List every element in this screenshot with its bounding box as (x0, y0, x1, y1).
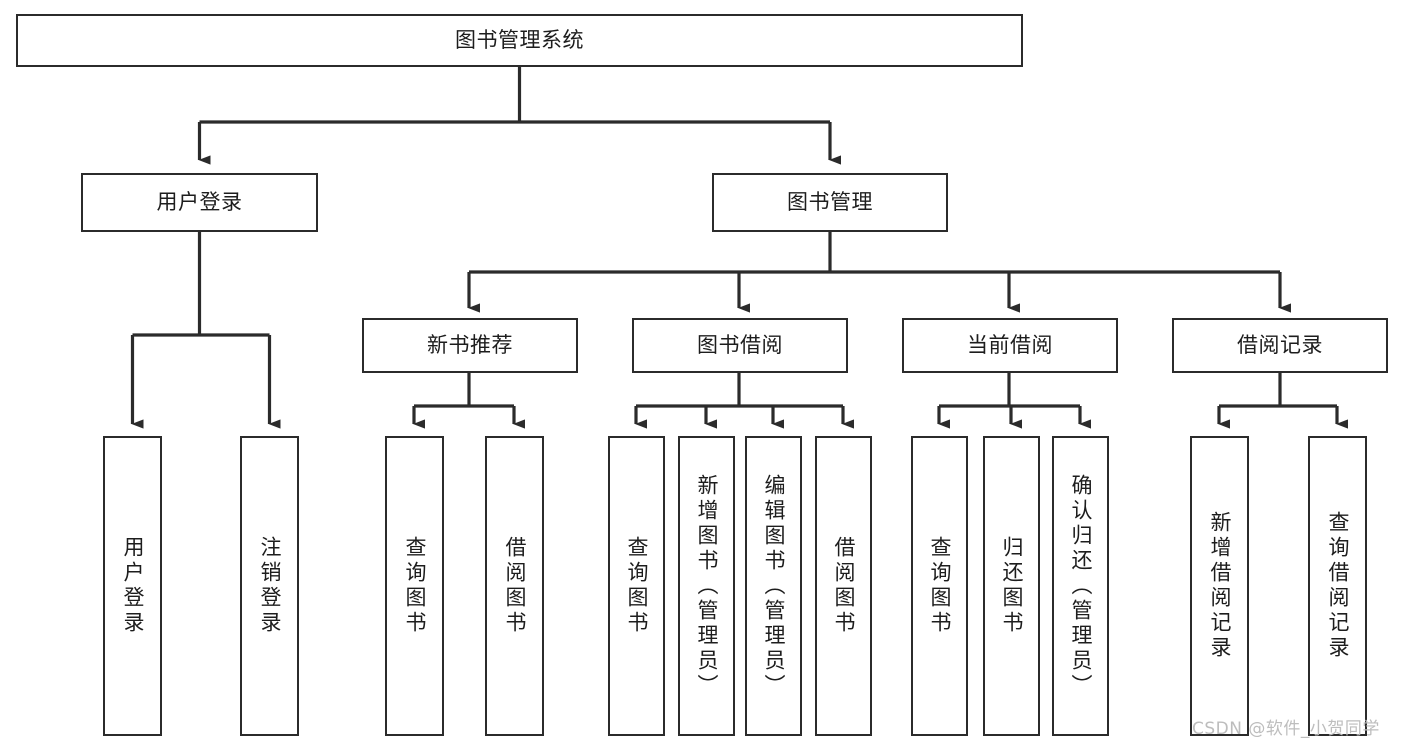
node-leaf-borrow-book-2-label: 借阅图书 (832, 536, 856, 636)
node-leaf-query-book-1-label: 查询图书 (403, 536, 427, 636)
node-leaf-user-logout[interactable]: 注销登录 (240, 436, 299, 736)
node-leaf-return-book[interactable]: 归还图书 (983, 436, 1040, 736)
node-leaf-return-book-label: 归还图书 (1000, 536, 1024, 636)
node-user-login-label: 用户登录 (156, 189, 243, 214)
node-leaf-borrow-book-1-label: 借阅图书 (503, 536, 527, 636)
node-leaf-query-book-2[interactable]: 查询图书 (608, 436, 665, 736)
node-leaf-confirm-return[interactable]: 确认归还（管理员） (1052, 436, 1109, 736)
node-new-book-rec[interactable]: 新书推荐 (362, 318, 578, 373)
node-leaf-query-book-2-label: 查询图书 (625, 536, 649, 636)
node-leaf-add-record[interactable]: 新增借阅记录 (1190, 436, 1249, 736)
node-book-borrow[interactable]: 图书借阅 (632, 318, 848, 373)
csdn-watermark: CSDN @软件_小贺同学 (1192, 719, 1380, 739)
node-leaf-borrow-book-1[interactable]: 借阅图书 (485, 436, 544, 736)
node-leaf-add-book[interactable]: 新增图书（管理员） (678, 436, 735, 736)
node-leaf-edit-book[interactable]: 编辑图书（管理员） (745, 436, 802, 736)
node-borrow-record[interactable]: 借阅记录 (1172, 318, 1388, 373)
node-current-borrow-label: 当前借阅 (967, 332, 1053, 357)
node-borrow-record-label: 借阅记录 (1237, 332, 1323, 357)
node-leaf-query-record[interactable]: 查询借阅记录 (1308, 436, 1367, 736)
node-root-label: 图书管理系统 (455, 27, 584, 52)
node-leaf-add-book-label: 新增图书（管理员） (695, 473, 719, 699)
node-leaf-user-login-label: 用户登录 (121, 536, 145, 636)
node-leaf-query-book-3-label: 查询图书 (928, 536, 952, 636)
node-leaf-confirm-return-label: 确认归还（管理员） (1069, 473, 1093, 699)
node-leaf-query-book-1[interactable]: 查询图书 (385, 436, 444, 736)
node-user-login[interactable]: 用户登录 (81, 173, 318, 232)
node-leaf-edit-book-label: 编辑图书（管理员） (762, 473, 786, 699)
node-leaf-user-login[interactable]: 用户登录 (103, 436, 162, 736)
node-leaf-user-logout-label: 注销登录 (258, 536, 282, 636)
node-current-borrow[interactable]: 当前借阅 (902, 318, 1118, 373)
node-root[interactable]: 图书管理系统 (16, 14, 1023, 67)
node-leaf-query-record-label: 查询借阅记录 (1326, 511, 1350, 661)
node-book-borrow-label: 图书借阅 (697, 332, 783, 357)
node-leaf-borrow-book-2[interactable]: 借阅图书 (815, 436, 872, 736)
node-book-manage-label: 图书管理 (787, 189, 873, 214)
node-new-book-rec-label: 新书推荐 (427, 332, 513, 357)
node-book-manage[interactable]: 图书管理 (712, 173, 948, 232)
node-leaf-add-record-label: 新增借阅记录 (1208, 511, 1232, 661)
node-leaf-query-book-3[interactable]: 查询图书 (911, 436, 968, 736)
